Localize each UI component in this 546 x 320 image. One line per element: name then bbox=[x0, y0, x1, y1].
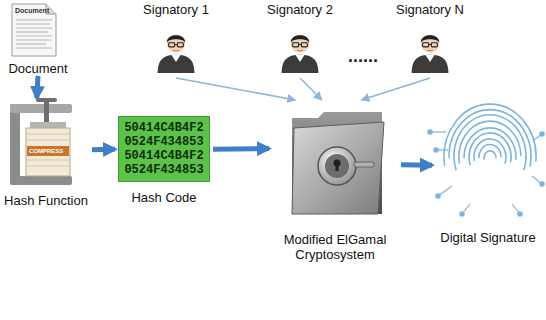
hash-value: 50414C4B4F2 0524F434853 50414C4B4F2 0524… bbox=[118, 116, 209, 182]
node-label: Signatory N bbox=[396, 2, 464, 17]
node-label: Hash Code bbox=[131, 190, 196, 205]
node-label: Digital Signature bbox=[440, 230, 535, 245]
node-label: Hash Function bbox=[4, 193, 88, 208]
node-label: Modified ElGamal Cryptosystem bbox=[269, 232, 401, 262]
ellipsis-label: ...... bbox=[348, 46, 378, 66]
flow-arrow bbox=[300, 78, 322, 100]
signatory-node: Signatory N bbox=[385, 2, 475, 78]
person-icon bbox=[158, 34, 195, 73]
hash-code-node: 50414C4B4F2 0524F434853 50414C4B4F2 0524… bbox=[115, 112, 213, 205]
flow-arrow bbox=[361, 78, 430, 100]
flow-arrow bbox=[401, 162, 432, 167]
fingerprint-icon bbox=[428, 104, 544, 216]
flow-arrow bbox=[176, 78, 295, 100]
node-label: Document bbox=[8, 61, 67, 76]
icon-text: COMPRESS bbox=[29, 147, 63, 155]
flow-arrow bbox=[92, 147, 115, 153]
node-label: Signatory 1 bbox=[143, 2, 209, 17]
person-icon bbox=[412, 34, 449, 73]
signatory-node: Signatory 1 bbox=[130, 2, 222, 78]
flow-arrow bbox=[37, 76, 38, 98]
icon-text: Document bbox=[15, 6, 49, 15]
press-icon bbox=[10, 98, 72, 185]
signatory-node: Signatory 2 bbox=[255, 2, 345, 78]
flow-arrow bbox=[213, 146, 269, 152]
signature-node: Digital Signature bbox=[432, 105, 544, 245]
document-icon bbox=[12, 4, 56, 56]
cryptosystem-node: Modified ElGamal Cryptosystem bbox=[269, 100, 401, 262]
folder-lock-icon bbox=[292, 112, 384, 214]
person-icon bbox=[282, 34, 319, 73]
node-label: Signatory 2 bbox=[267, 2, 333, 17]
